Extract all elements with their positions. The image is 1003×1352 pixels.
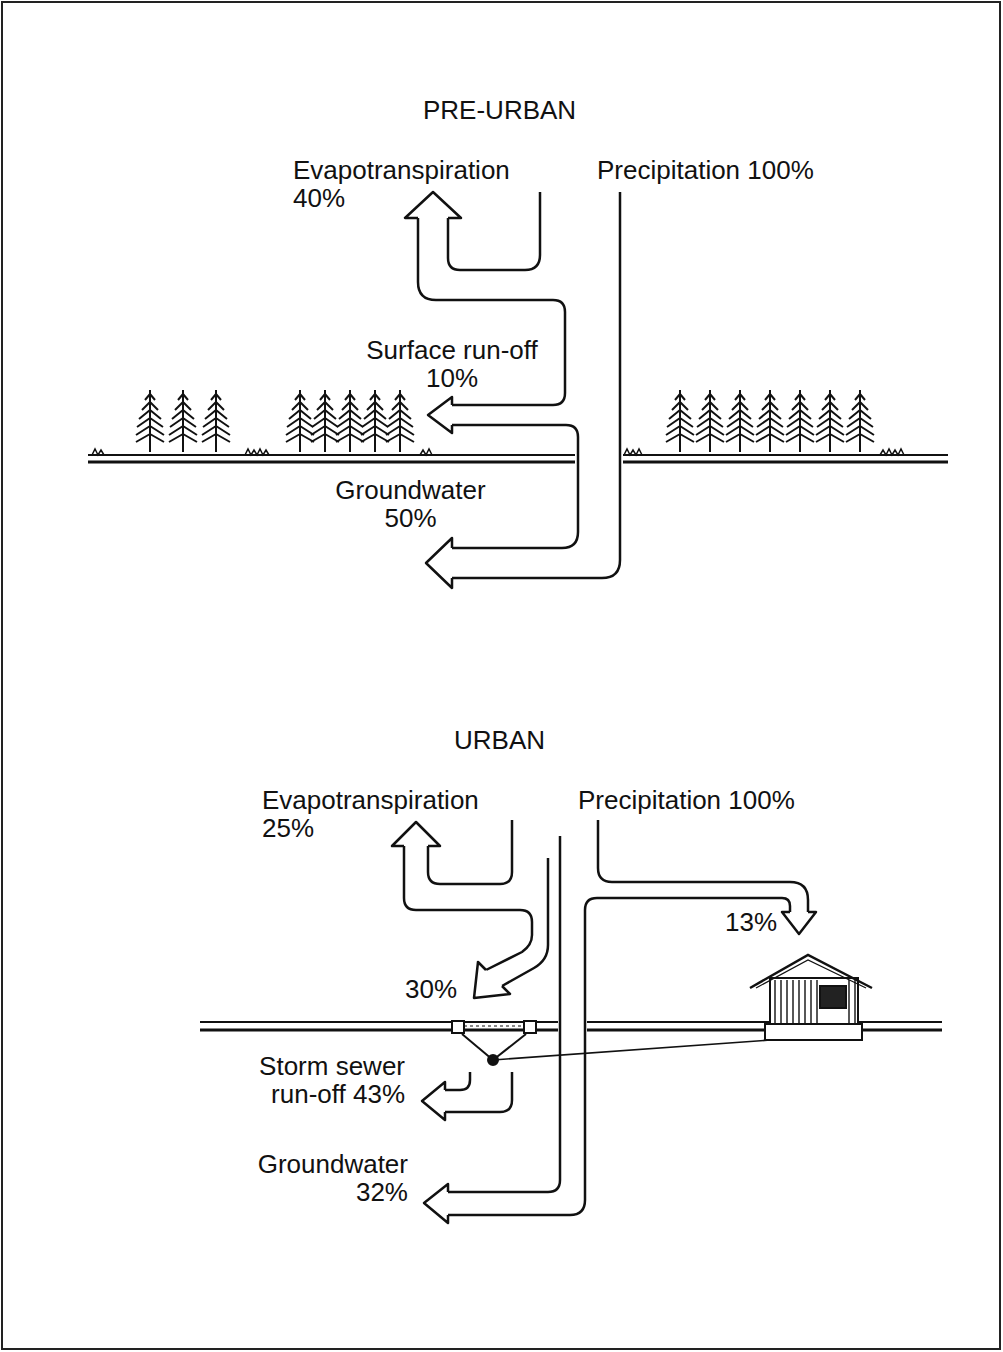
section-heading: PRE-URBAN — [423, 96, 576, 124]
flow-label: Evapotranspiration 40% — [293, 156, 516, 212]
flow-label: Groundwater 50% — [332, 476, 489, 532]
flow-label: Groundwater 32% — [251, 1150, 408, 1206]
house — [750, 955, 872, 1040]
flow-label: 30% — [405, 975, 457, 1003]
flow-label: Precipitation 100% — [578, 786, 795, 814]
flow-label: Precipitation 100% — [597, 156, 814, 184]
flow-label: Evapotranspiration 25% — [262, 786, 485, 842]
storm-drain — [452, 1021, 770, 1065]
flow-label: Surface run-off 10% — [363, 336, 541, 392]
section-heading: URBAN — [454, 726, 545, 754]
flow-label: Storm sewer run-off 43% — [253, 1052, 405, 1108]
flow-label: 13% — [725, 908, 777, 936]
trees — [136, 390, 874, 452]
